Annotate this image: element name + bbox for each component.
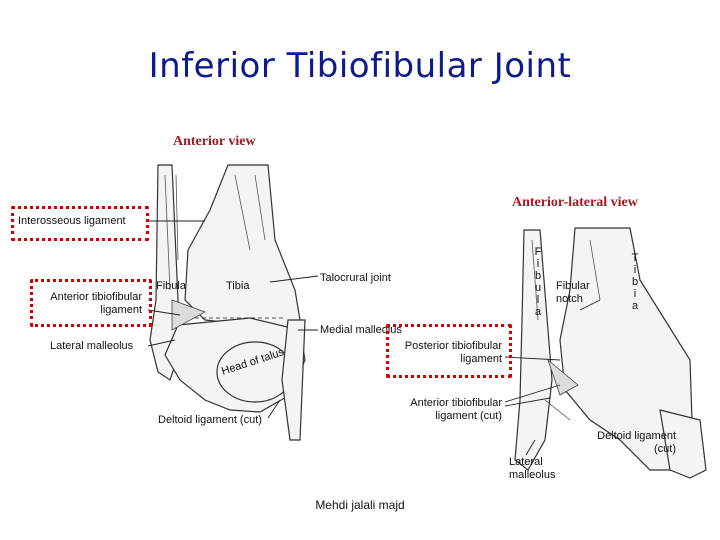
label-tibia-vertical: Tibia (631, 252, 639, 312)
label-anterior-tibiofibular-cut-line2: ligament (cut) (392, 410, 502, 422)
anterior-lateral-view-title: Anterior-lateral view (512, 195, 638, 211)
label-fibular-notch-line2: notch (556, 293, 583, 305)
label-lateral-malleolus-line2: malleolus (509, 469, 555, 481)
highlight-box-posterior-tibiofibular (386, 324, 512, 378)
label-fibula-vertical: Fibula (534, 246, 542, 318)
label-lateral-malleolus: Lateral malleolus (50, 340, 133, 352)
label-deltoid-lateral-line1: Deltoid ligament (560, 430, 676, 442)
label-tibia: Tibia (226, 280, 249, 292)
label-fibular-notch-line1: Fibular (556, 280, 590, 292)
highlight-box-interosseous (11, 206, 149, 241)
label-deltoid-lateral-line2: (cut) (560, 443, 676, 455)
label-fibula: Fibula (156, 280, 186, 292)
anterior-view-title: Anterior view (173, 134, 256, 150)
footer-author: Mehdi jalali majd (0, 498, 720, 512)
highlight-box-anterior-tibiofibular (30, 279, 152, 327)
label-deltoid-ligament: Deltoid ligament (cut) (158, 414, 262, 426)
label-talocrural-joint: Talocrural joint (320, 272, 391, 284)
label-anterior-tibiofibular-cut-line1: Anterior tibiofibular (392, 397, 502, 409)
label-lateral-malleolus-line1: Lateral (509, 456, 543, 468)
